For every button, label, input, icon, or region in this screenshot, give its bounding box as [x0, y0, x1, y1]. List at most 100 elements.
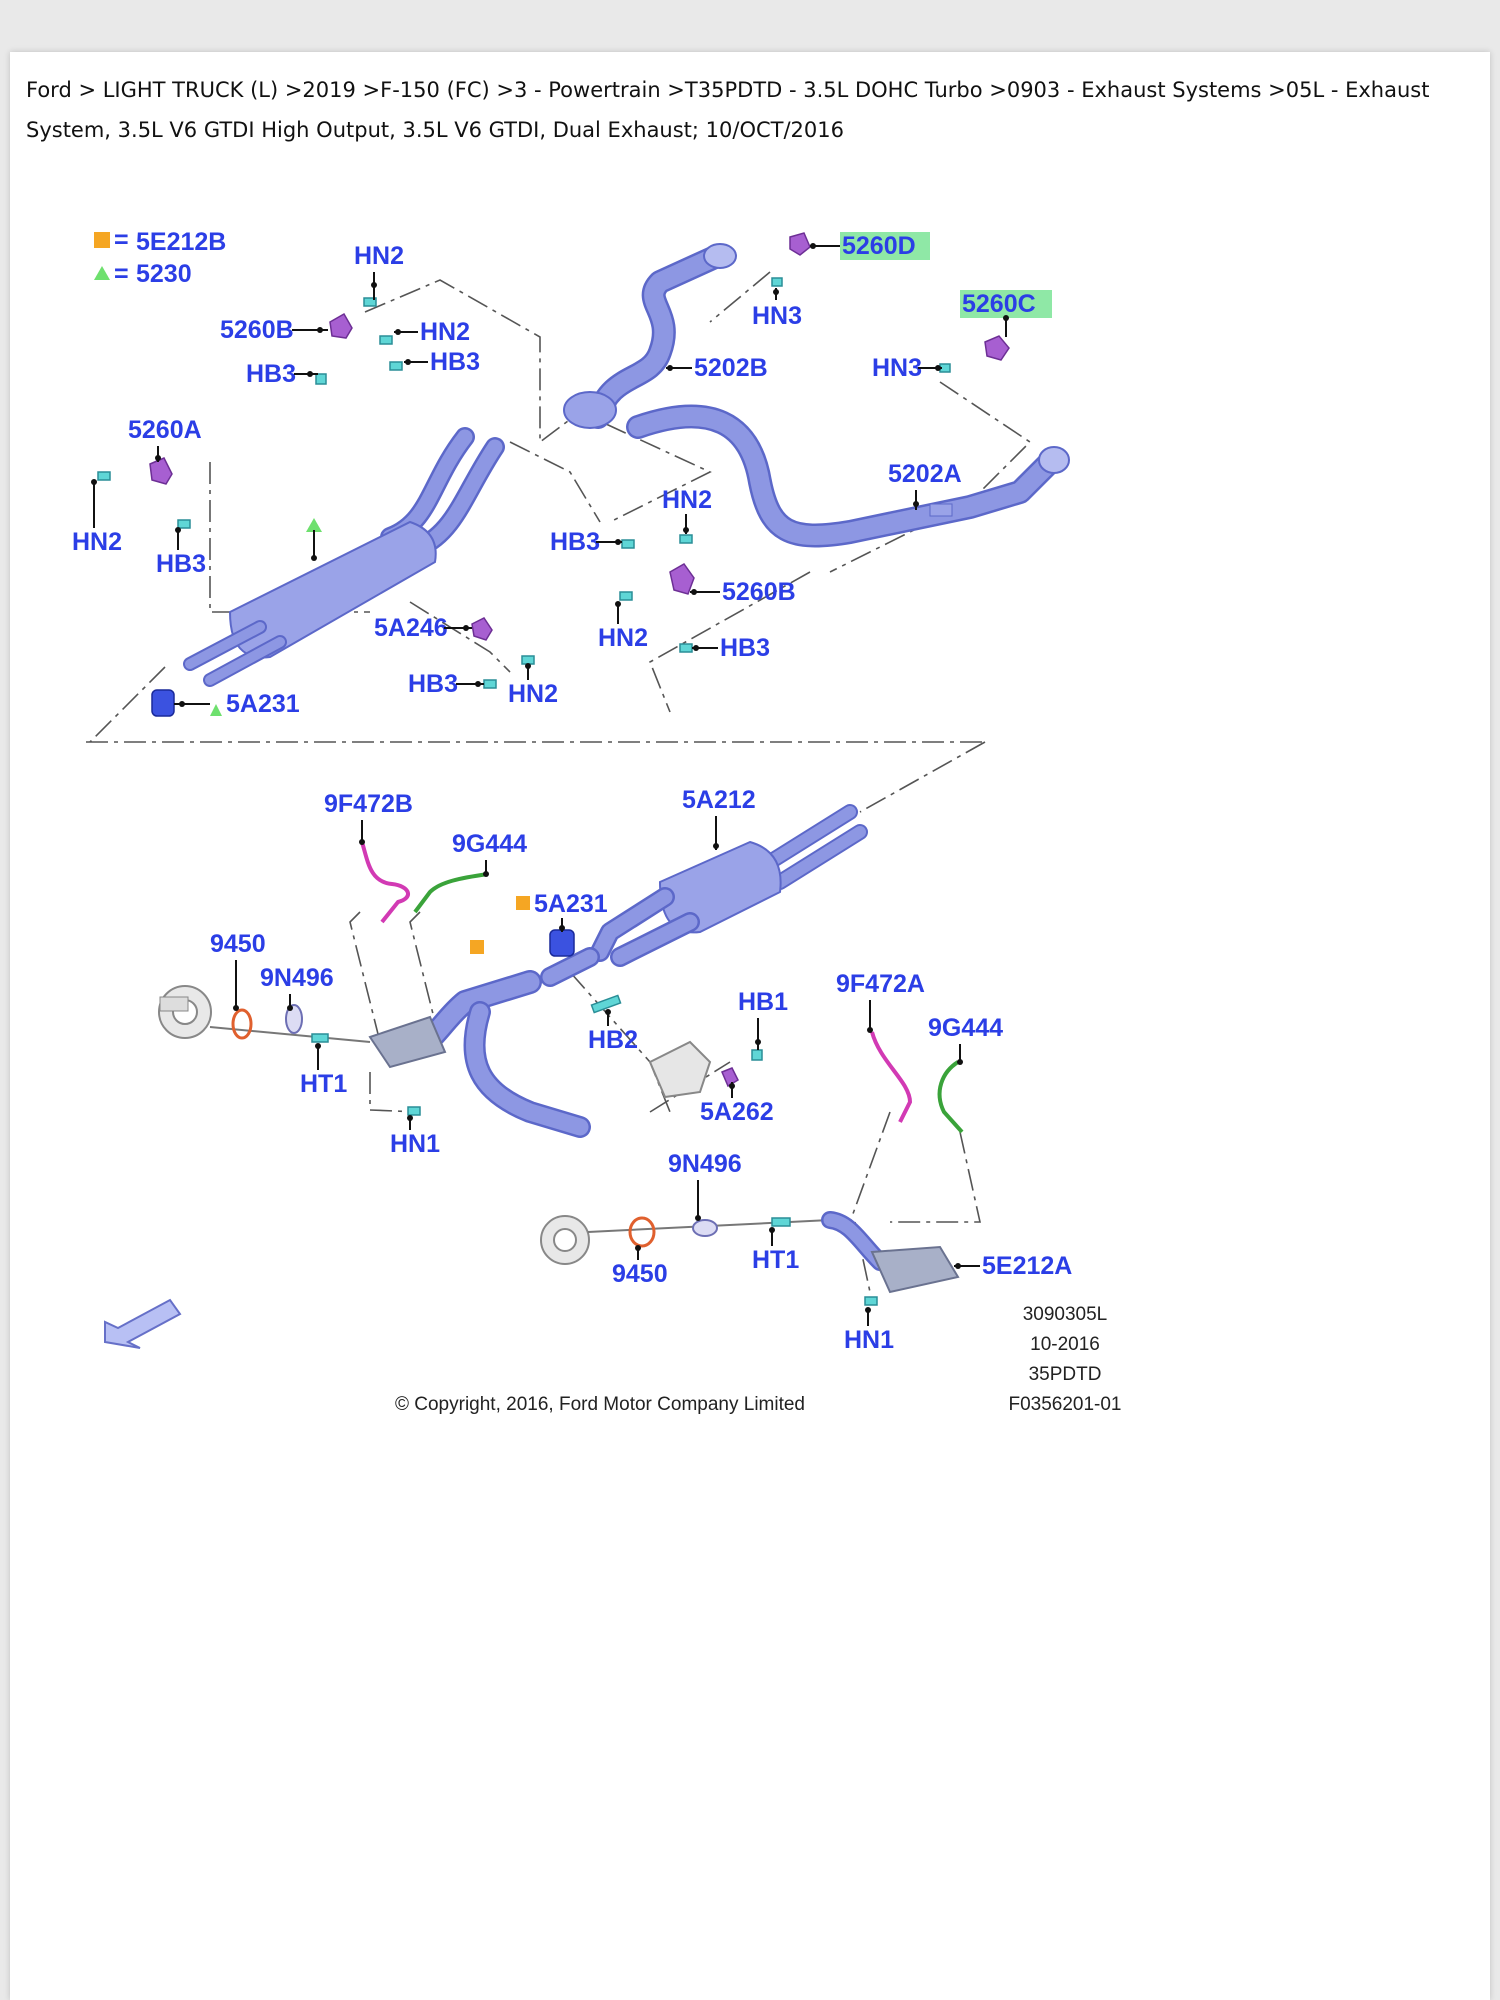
diagram-sheet: Ford > LIGHT TRUCK (L) >2019 >F-150 (FC)…: [10, 52, 1490, 2000]
legend-triangle-icon: [94, 266, 110, 280]
label-9450-a: 9450: [210, 930, 266, 958]
sensor-9G444-right: [937, 1060, 964, 1134]
label-ht1-b: HT1: [752, 1246, 799, 1274]
clamp-5A231-lower: [549, 929, 575, 957]
hanger-5260B-upper: [329, 312, 353, 339]
clip-hb2: [590, 994, 622, 1014]
clip-hn2-upper: [363, 297, 377, 307]
square-5E212B-marker: [470, 940, 484, 954]
clip-hb3-e: [679, 643, 693, 653]
label-5A231-a: 5A231: [226, 690, 300, 718]
label-hb3-a: HB3: [246, 360, 296, 388]
label-hb1: HB1: [738, 988, 788, 1016]
clip-hn3-a: [771, 277, 783, 287]
hanger-5260A: [149, 457, 173, 485]
clamp-5A231-upper: [151, 689, 175, 717]
label-hn2-c: HN2: [72, 528, 122, 556]
clip-ht1-left: [311, 1033, 329, 1043]
clip-hn2-d: [679, 534, 693, 544]
reference-line-2: 10-2016: [1030, 1334, 1100, 1355]
front-muffler: [658, 840, 782, 934]
gasket-9450-left: [231, 1008, 253, 1040]
label-hn3-a: HN3: [752, 302, 802, 330]
gasket-9N496-right: [692, 1219, 718, 1237]
label-hn1-b: HN1: [844, 1326, 894, 1354]
label-5260B-a: 5260B: [220, 316, 294, 344]
front-y-pipe: [368, 947, 600, 1138]
clip-hb3-d: [621, 539, 635, 549]
front-muffler-assembly: [590, 804, 868, 967]
highlight-5260C: [960, 290, 1052, 318]
label-ht1-a: HT1: [300, 1070, 347, 1098]
catalytic-converter-left: [368, 1015, 447, 1069]
lower-assembly-guides: [349, 911, 981, 1293]
clip-hn1-right: [864, 1296, 878, 1306]
label-hb3-f: HB3: [408, 670, 458, 698]
label-hn1-a: HN1: [390, 1130, 440, 1158]
label-5A231-b: 5A231: [534, 890, 608, 918]
sensor-9G444-left: [413, 872, 489, 914]
copyright: © Copyright, 2016, Ford Motor Company Li…: [395, 1394, 805, 1415]
label-5260C: 5260C: [962, 290, 1036, 318]
label-9F472B: 9F472B: [324, 790, 413, 818]
label-hb3-b: HB3: [430, 348, 480, 376]
clip-hb3-c: [177, 519, 191, 529]
label-5E212A: 5E212A: [982, 1252, 1072, 1280]
label-9N496-b: 9N496: [668, 1150, 742, 1178]
highlight-5260D: [840, 232, 930, 260]
exhaust-system-diagram: = 5E212B = 5230: [72, 226, 1122, 1415]
label-5260D: 5260D: [842, 232, 916, 260]
legend-square-icon: [94, 232, 110, 248]
label-5A246: 5A246: [374, 614, 448, 642]
square-5A231-marker: [516, 896, 530, 910]
label-hn3-b: HN3: [872, 354, 922, 382]
label-hb2: HB2: [588, 1026, 638, 1054]
label-9450-b: 9450: [612, 1260, 668, 1288]
rear-muffler-assembly: [183, 427, 505, 687]
gasket-9N496-left: [285, 1004, 303, 1034]
catalytic-converter-right: [821, 1211, 960, 1294]
hanger-5A262: [721, 1067, 739, 1088]
label-9N496-a: 9N496: [260, 964, 334, 992]
clip-ht1-right: [771, 1217, 791, 1227]
pipe-5202A: [626, 404, 1070, 548]
label-hn2-a: HN2: [354, 242, 404, 270]
lower-callouts: 9F472B 9G444 5A212 5A231 9450 9N496 HT1 …: [210, 786, 1072, 1354]
clip-hn2-f: [521, 655, 535, 665]
label-hn2-e: HN2: [598, 624, 648, 652]
gasket-9450-right: [628, 1216, 656, 1248]
clip-hn2-c: [97, 471, 111, 481]
label-9F472A: 9F472A: [836, 970, 925, 998]
upper-assembly-guides: [86, 271, 1032, 813]
clip-hn2-b: [379, 335, 393, 345]
hanger-5260B-lower: [669, 563, 695, 595]
hanger-5260D: [789, 232, 811, 256]
label-hn2-d: HN2: [662, 486, 712, 514]
sensor-9F472B: [360, 841, 410, 924]
label-hb3-c: HB3: [156, 550, 206, 578]
label-5202B: 5202B: [694, 354, 768, 382]
label-5202A: 5202A: [888, 460, 962, 488]
triangle-5A231-marker: [210, 704, 222, 716]
tailpipe-5202B: [563, 243, 737, 429]
label-5260B-b: 5260B: [722, 578, 796, 606]
label-hb3-d: HB3: [550, 528, 600, 556]
legend-triangle-label: 5230: [136, 260, 192, 288]
clip-hn2-e: [619, 591, 633, 601]
hanger-5A246: [471, 617, 493, 641]
clip-hn1-left: [407, 1106, 421, 1116]
label-9G444-b: 9G444: [928, 1014, 1003, 1042]
legend-square-label: 5E212B: [136, 228, 226, 256]
label-5260A: 5260A: [128, 416, 202, 444]
reference-line-4: F0356201-01: [1008, 1394, 1121, 1415]
legend-equals-triangle: =: [114, 260, 129, 288]
label-5A212: 5A212: [682, 786, 756, 814]
label-9G444-a: 9G444: [452, 830, 527, 858]
upper-callouts: 5260D 5260C HN2 5260B HN2 HB3 HB3 HN3 52…: [72, 232, 1052, 718]
breadcrumb: Ford > LIGHT TRUCK (L) >2019 >F-150 (FC)…: [26, 78, 1430, 142]
legend-equals-square: =: [114, 226, 129, 254]
hanger-5260C: [984, 335, 1010, 361]
label-hb3-e: HB3: [720, 634, 770, 662]
reference-line-3: 35PDTD: [1029, 1364, 1102, 1385]
front-direction-arrow-icon: [104, 1298, 182, 1349]
